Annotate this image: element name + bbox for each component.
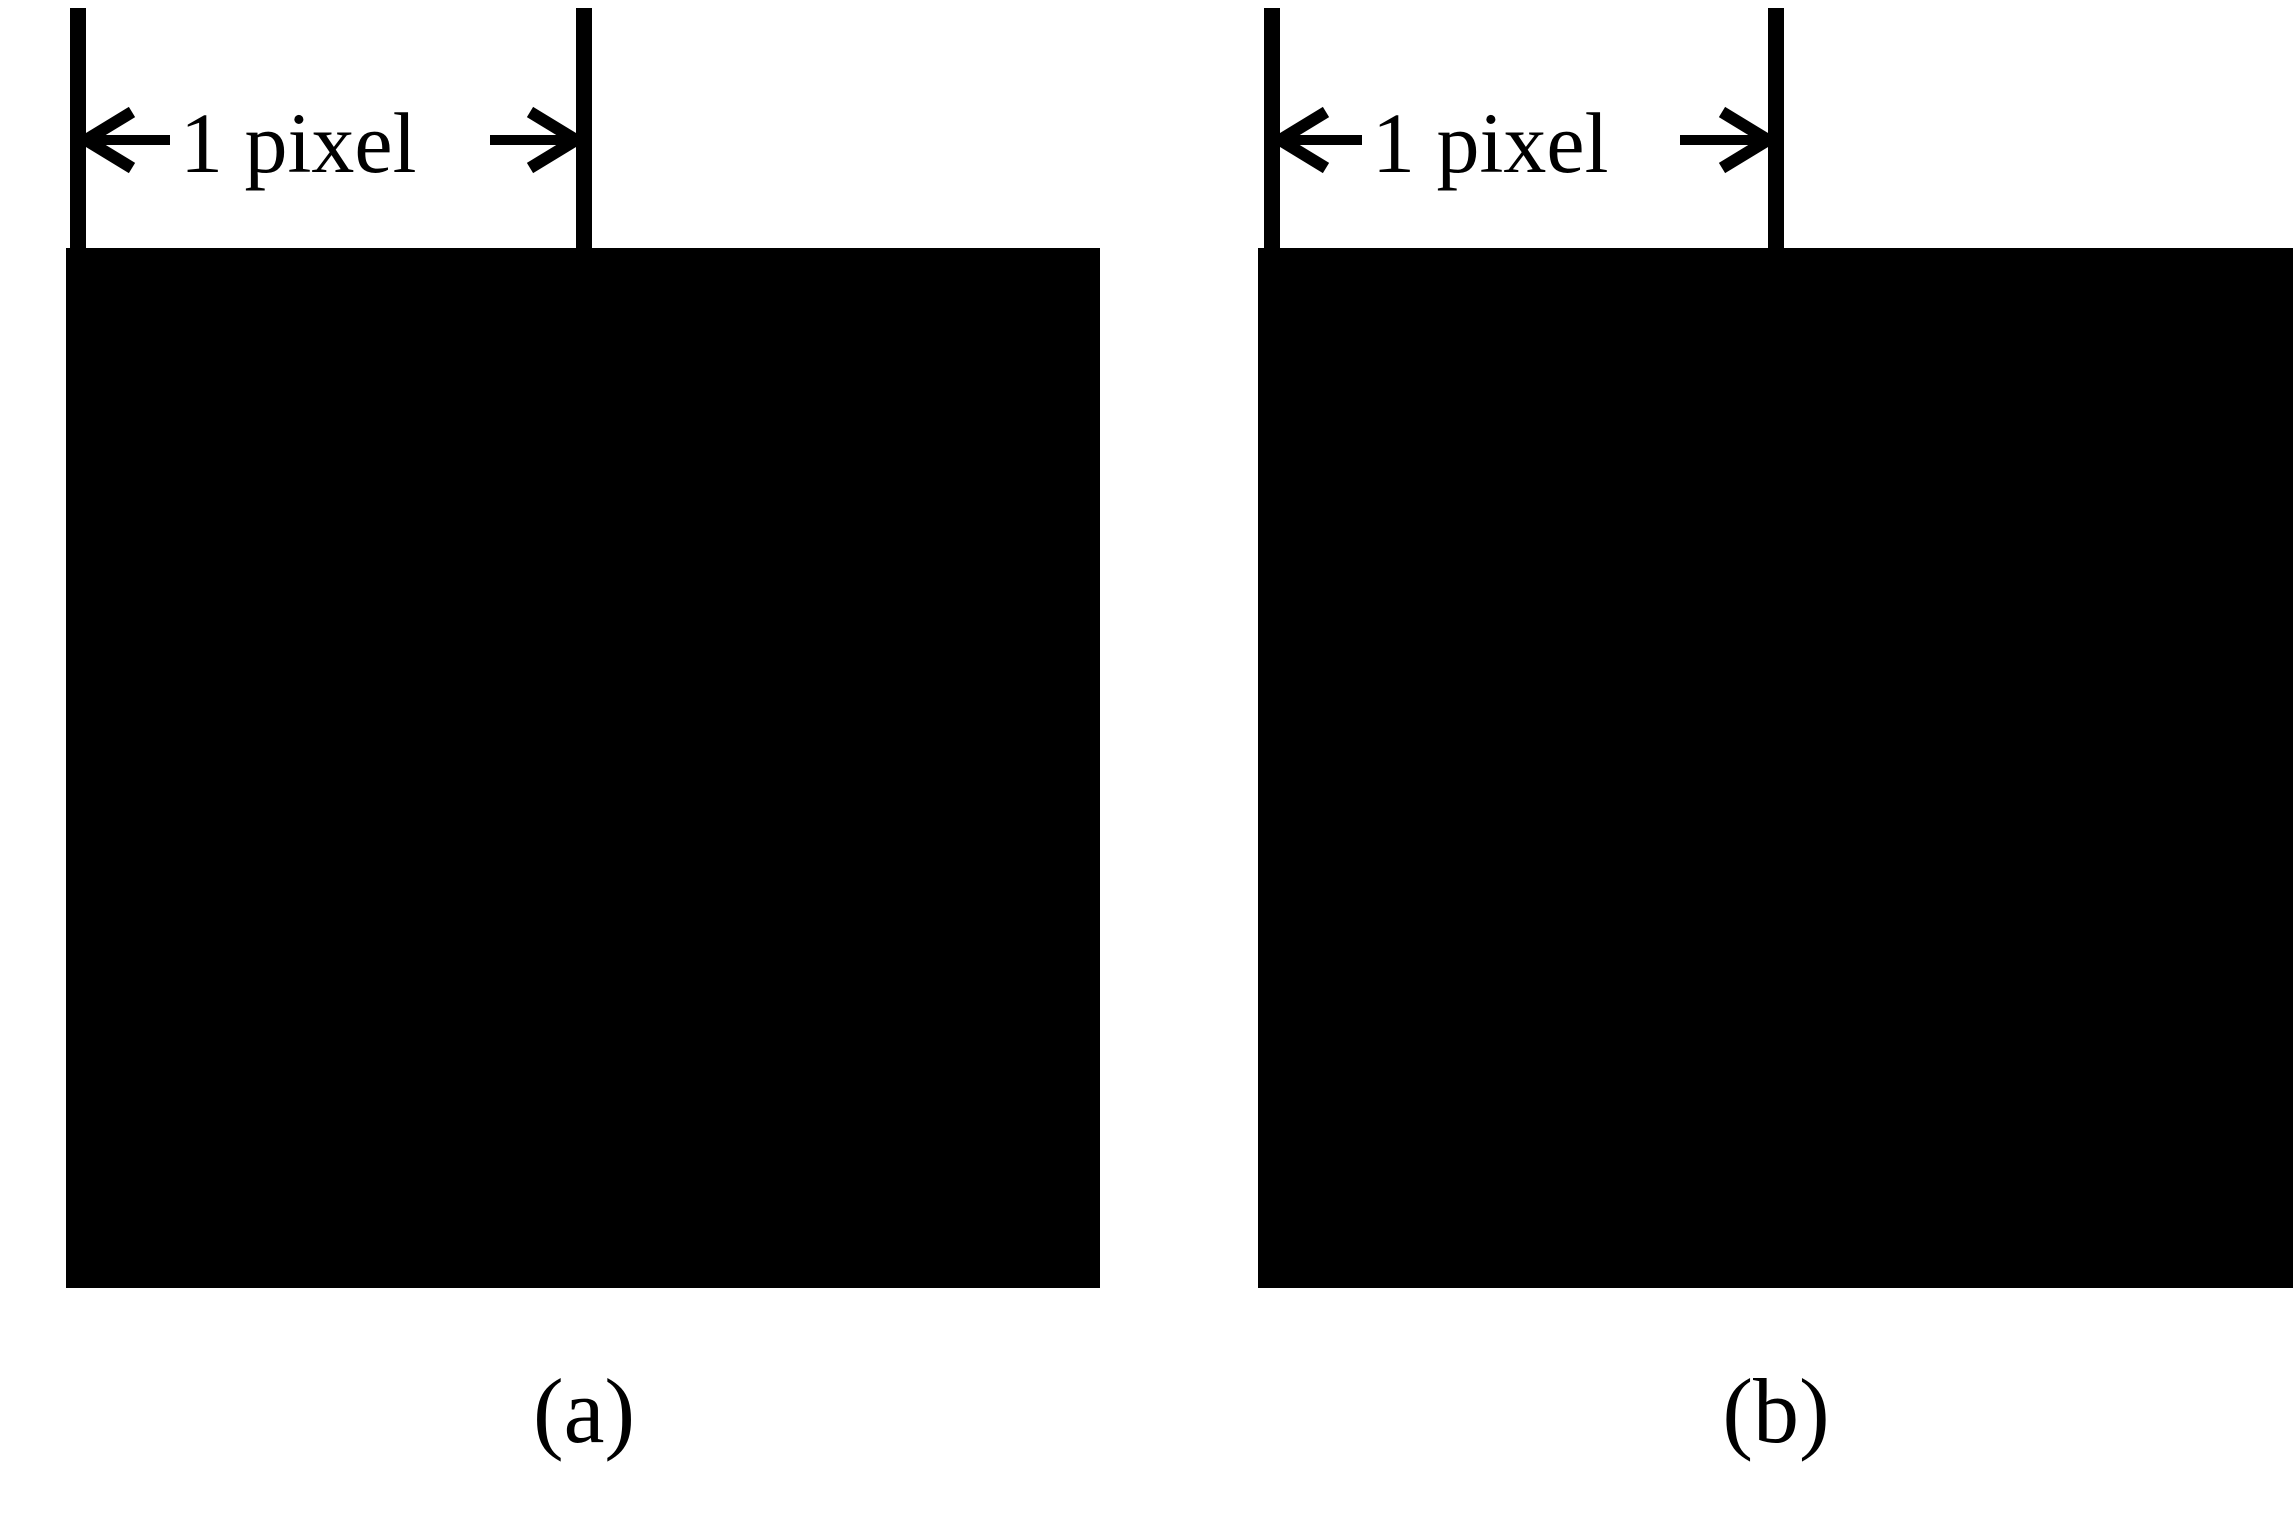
panel-b-right-arrow-icon [1718, 106, 1780, 174]
panel-b-square [1258, 248, 2293, 1288]
panel-a-left-arrow-icon [74, 106, 136, 174]
panel-a-square [66, 248, 1100, 1288]
panel-b-left-arrow-icon [1268, 106, 1330, 174]
panel-b-dimension-label: 1 pixel [1372, 95, 1608, 191]
panel-a-caption: (a) [533, 1360, 635, 1462]
panel-a-dimension-label: 1 pixel [180, 95, 416, 191]
panel-b-caption: (b) [1722, 1360, 1829, 1462]
panel-b: 1 pixel (b) [1258, 8, 2293, 1462]
panel-a: 1 pixel (a) [66, 8, 1100, 1462]
panel-a-right-arrow-icon [526, 106, 588, 174]
